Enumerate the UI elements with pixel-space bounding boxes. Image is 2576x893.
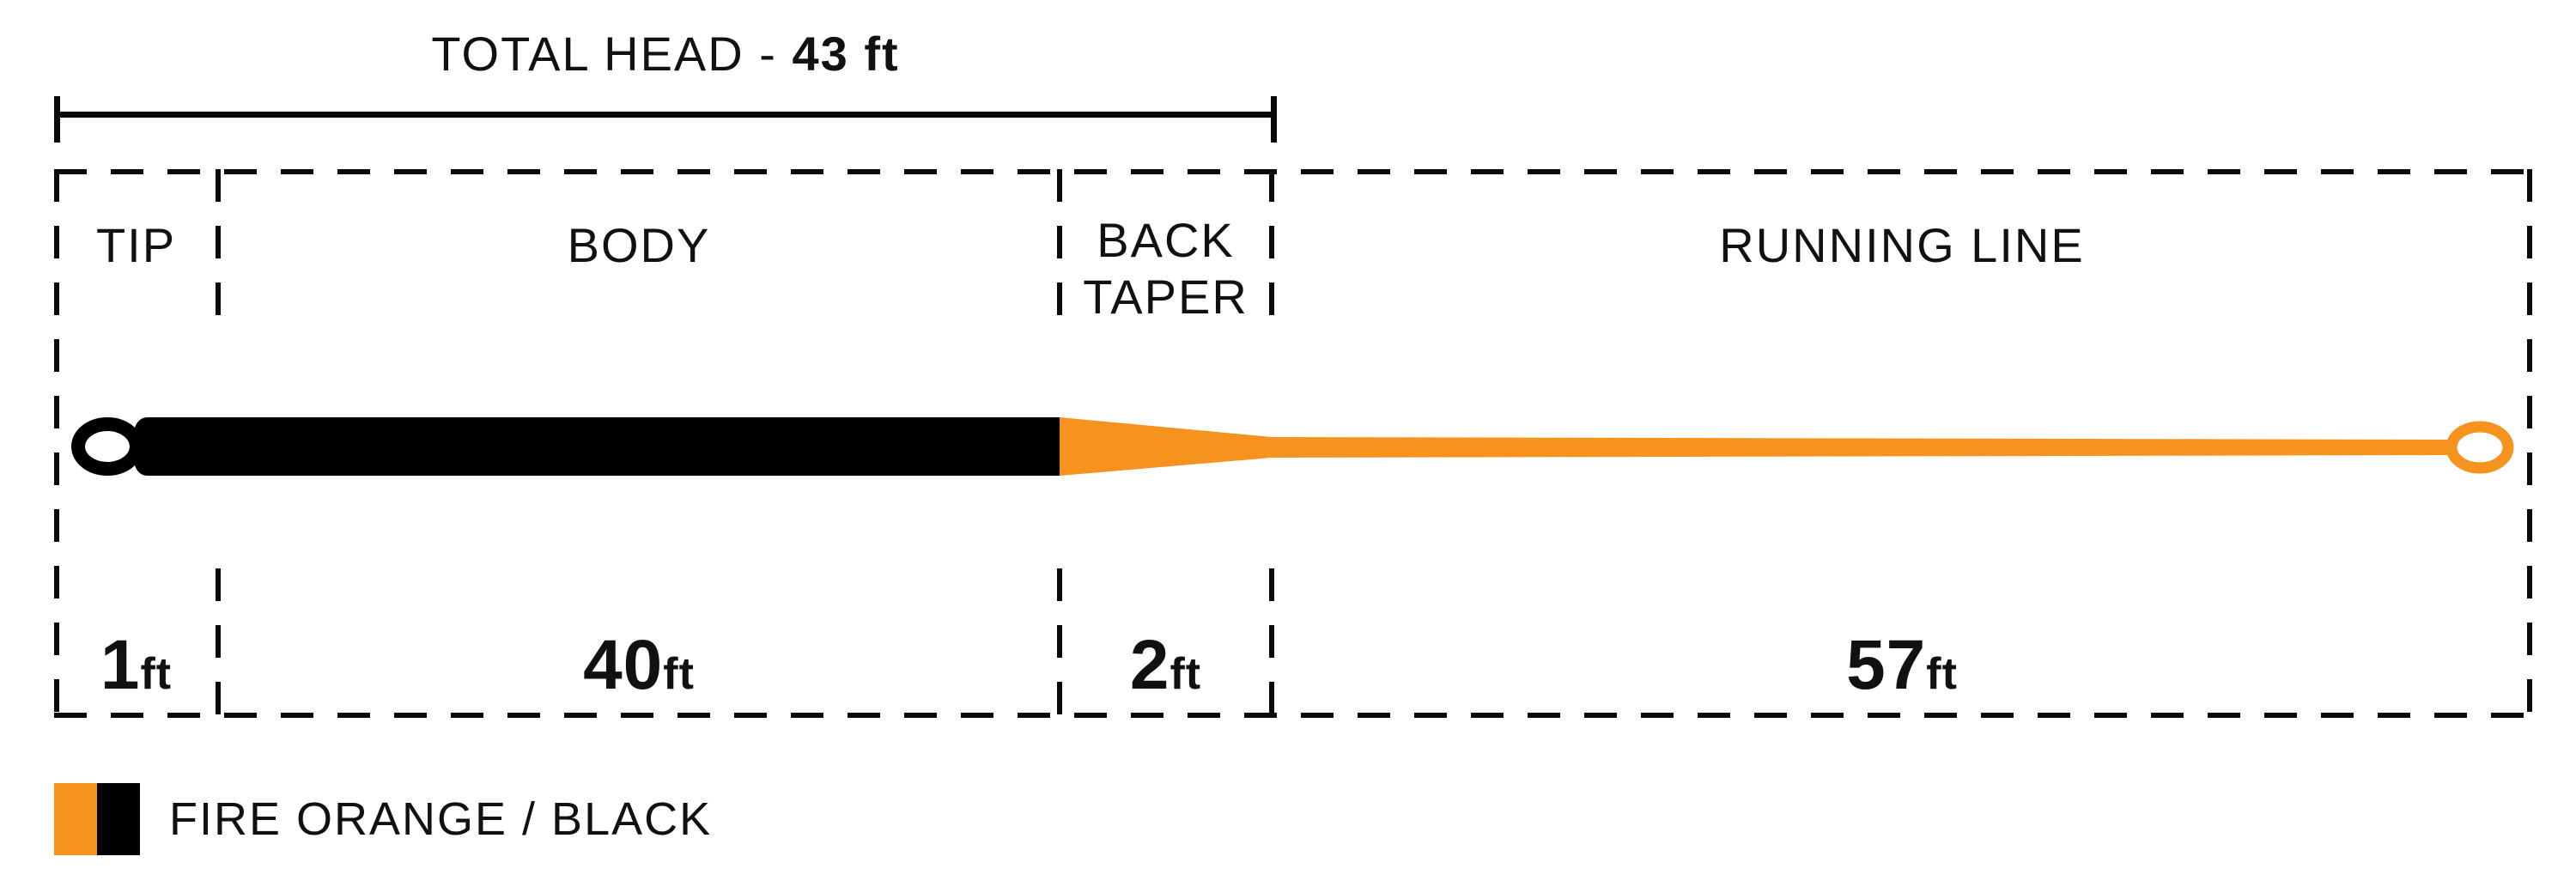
legend-swatch-orange (54, 783, 97, 855)
divider-backtaper-running-top (1269, 169, 1274, 337)
total-head-bracket-line (54, 112, 1277, 118)
color-legend: FIRE ORANGE / BLACK (54, 783, 712, 855)
total-head-label: TOTAL HEAD - 43 ft (54, 26, 1277, 82)
front-loop-icon (71, 417, 143, 476)
divider-tip-body-top (216, 169, 221, 337)
measurement-body-value: 40 (583, 626, 664, 704)
legend-label: FIRE ORANGE / BLACK (169, 793, 713, 845)
measurement-running-line: 57 ft (1272, 625, 2532, 711)
measurement-back-taper-unit: ft (1170, 649, 1202, 699)
dashed-border-left (54, 169, 59, 718)
total-head-prefix: TOTAL HEAD - (431, 27, 793, 81)
divider-body-backtaper-bottom (1057, 568, 1062, 718)
dashed-border-bottom (54, 713, 2532, 718)
measurement-tip-value: 1 (100, 626, 141, 704)
legend-swatch-black (97, 783, 140, 855)
measurement-body-unit: ft (663, 649, 695, 699)
measurement-tip-unit: ft (140, 649, 173, 699)
rear-loop-icon (2445, 421, 2514, 474)
total-head-value: 43 ft (792, 27, 900, 81)
section-label-body: BODY (567, 218, 711, 272)
dashed-border-right (2527, 169, 2532, 718)
legend-swatches (54, 783, 140, 855)
section-label-running-line: RUNNING LINE (1719, 218, 2085, 272)
measurement-tip: 1 ft (54, 625, 218, 711)
measurement-running-line-value: 57 (1846, 626, 1927, 704)
divider-tip-body-bottom (216, 568, 221, 718)
section-label-back-taper-line1: BACK (1097, 213, 1235, 267)
total-head-bracket-tick-left (54, 96, 60, 143)
divider-body-backtaper-top (1057, 169, 1062, 337)
running-line-segment (1060, 417, 2452, 476)
divider-backtaper-running-bottom (1269, 568, 1274, 718)
measurement-running-line-unit: ft (1926, 649, 1958, 699)
head-segment (132, 417, 1060, 476)
measurement-back-taper-value: 2 (1129, 626, 1170, 704)
section-label-tip: TIP (95, 218, 177, 272)
dashed-border-top (54, 169, 2532, 174)
total-head-bracket-tick-right (1271, 96, 1277, 143)
measurement-back-taper: 2 ft (1060, 625, 1272, 711)
section-label-back-taper-line2: TAPER (1083, 270, 1249, 324)
measurement-body: 40 ft (218, 625, 1060, 711)
section-label-back-taper: BACK TAPER (1060, 212, 1272, 325)
